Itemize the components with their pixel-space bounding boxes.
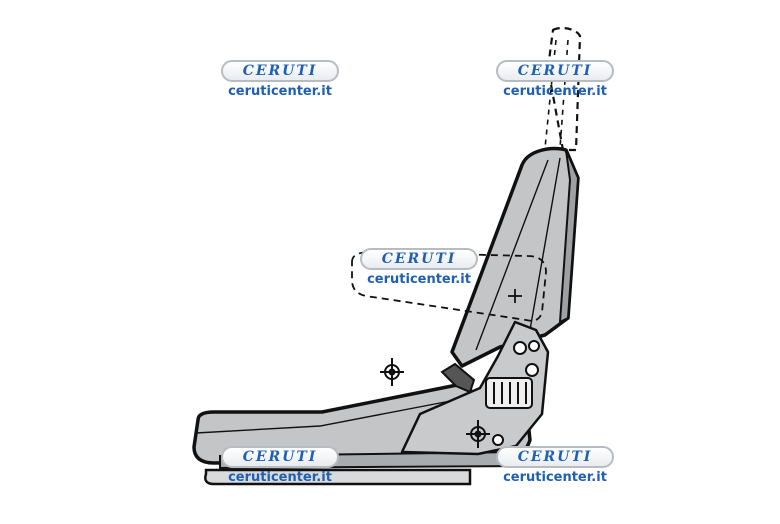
backrest <box>450 146 580 368</box>
brand-url: ceruticenter.it <box>228 470 332 485</box>
backrest-inner-line <box>475 157 561 351</box>
headrest-outline-dashed <box>546 26 582 152</box>
backrest-side-panel <box>558 149 580 324</box>
watermark-bottom-right: CERUTI ceruticenter.it <box>491 446 619 492</box>
brand-url: ceruticenter.it <box>503 470 607 485</box>
brand-logo: CERUTI <box>221 60 339 82</box>
brand-logo: CERUTI <box>496 60 614 82</box>
reference-point-crosshair <box>380 358 404 386</box>
watermark-center: CERUTI ceruticenter.it <box>355 248 483 294</box>
headrest-stem-dashed <box>544 39 569 149</box>
watermark-top-right: CERUTI ceruticenter.it <box>491 60 619 106</box>
seat-cushion-edge <box>195 397 467 434</box>
brand-logo: CERUTI <box>496 446 614 468</box>
recline-lever <box>440 362 476 394</box>
armrest-center-mark <box>508 289 522 303</box>
brand-url: ceruticenter.it <box>367 272 471 287</box>
watermark-bottom-left: CERUTI ceruticenter.it <box>216 446 344 492</box>
watermark-top-left: CERUTI ceruticenter.it <box>216 60 344 106</box>
brand-logo: CERUTI <box>221 446 339 468</box>
brand-logo: CERUTI <box>360 248 478 270</box>
brand-url: ceruticenter.it <box>503 84 607 99</box>
brand-url: ceruticenter.it <box>228 84 332 99</box>
backrest-pivot-crosshair <box>466 420 490 448</box>
mechanism-bolts <box>492 340 540 446</box>
recline-notches <box>485 377 533 409</box>
slide-rail <box>204 468 472 486</box>
